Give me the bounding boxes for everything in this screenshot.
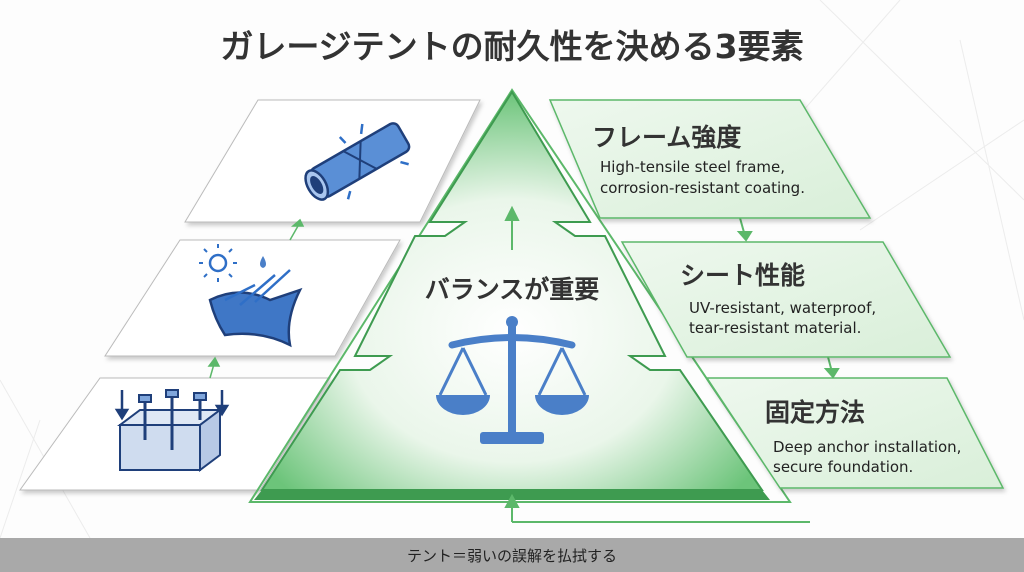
page-title: ガレージテントの耐久性を決める3要素 bbox=[220, 27, 803, 66]
caption-bar: テント＝弱いの誤解を払拭する bbox=[0, 538, 1024, 572]
balance-scale-icon bbox=[436, 316, 589, 444]
factor-desc-line1: Deep anchor installation, bbox=[773, 438, 961, 456]
left-arrows bbox=[207, 218, 305, 379]
factor-desc-line2: tear-resistant material. bbox=[689, 319, 861, 337]
factor-card-anchor: 固定方法 Deep anchor installation, secure fo… bbox=[705, 377, 1005, 489]
factor-desc-line1: UV-resistant, waterproof, bbox=[689, 299, 876, 317]
factor-desc-line1: High-tensile steel frame, bbox=[600, 158, 785, 176]
diagram: ガレージテントの耐久性を決める3要素 bbox=[0, 0, 1024, 539]
factor-desc-line2: secure foundation. bbox=[773, 458, 913, 476]
factor-title: フレーム強度 bbox=[592, 123, 741, 152]
weatherproof-sheet-icon bbox=[199, 244, 303, 348]
flow-arrows bbox=[504, 205, 840, 523]
factor-title: シート性能 bbox=[680, 261, 805, 290]
factor-desc-line2: corrosion-resistant coating. bbox=[600, 179, 805, 197]
center-label: バランスが重要 bbox=[425, 275, 600, 304]
caption-text: テント＝弱いの誤解を払拭する bbox=[406, 546, 617, 565]
factor-card-sheet: シート性能 UV-resistant, waterproof, tear-res… bbox=[620, 241, 952, 358]
factor-title: 固定方法 bbox=[765, 398, 865, 427]
infographic: ガレージテントの耐久性を決める3要素 bbox=[0, 0, 1024, 539]
steel-pipe-icon bbox=[304, 122, 411, 201]
factor-card-frame: フレーム強度 High-tensile steel frame, corrosi… bbox=[548, 99, 872, 219]
anchor-bolts-icon bbox=[114, 389, 230, 472]
